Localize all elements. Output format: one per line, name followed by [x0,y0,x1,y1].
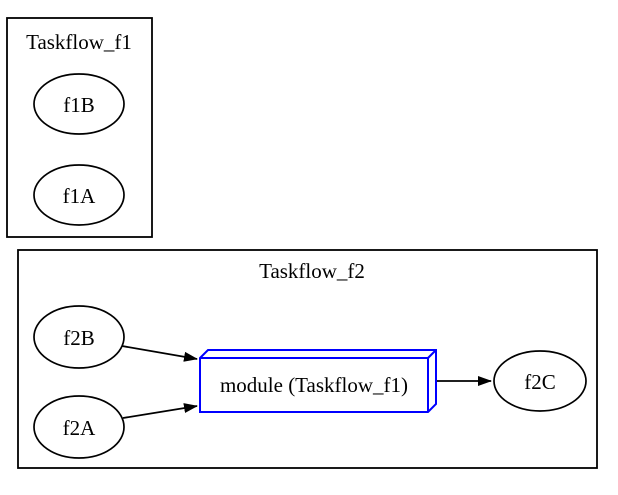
node-f1a-ellipse [33,164,125,226]
node-module-label: module (Taskflow_f1) [220,373,408,397]
module-box3d-corner-edge [427,349,437,359]
cluster-taskflow-f1-title: Taskflow_f1 [26,30,132,54]
node-f2a-ellipse [33,395,125,459]
node-f2c-label: f2C [524,370,556,394]
node-f2b: f2B [33,305,125,369]
cluster-taskflow-f2-border [17,249,598,469]
node-module-box3d: module (Taskflow_f1) [199,349,437,413]
node-f1a: f1A [33,164,125,226]
node-f1b-ellipse [33,73,125,135]
node-f1b-label: f1B [63,93,95,117]
node-f2c: f2C [493,350,587,412]
edge-f2b-to-module [121,345,198,362]
edge-f2a-to-module [122,403,198,419]
cluster-taskflow-f2: Taskflow_f2 f2B f2A module (Taskflow_f1) [17,249,598,469]
cluster-taskflow-f2-title: Taskflow_f2 [259,259,365,283]
node-f1a-label: f1A [63,184,96,208]
cluster-taskflow-f1-border [6,17,153,238]
node-f2a-label: f2A [63,416,96,440]
node-f2b-label: f2B [63,326,95,350]
node-f1b: f1B [33,73,125,135]
cluster-taskflow-f1: Taskflow_f1 f1B f1A [6,17,153,238]
node-f2c-ellipse [493,350,587,412]
node-f2a: f2A [33,395,125,459]
module-box3d-outline [199,349,437,413]
node-f2b-ellipse [33,305,125,369]
